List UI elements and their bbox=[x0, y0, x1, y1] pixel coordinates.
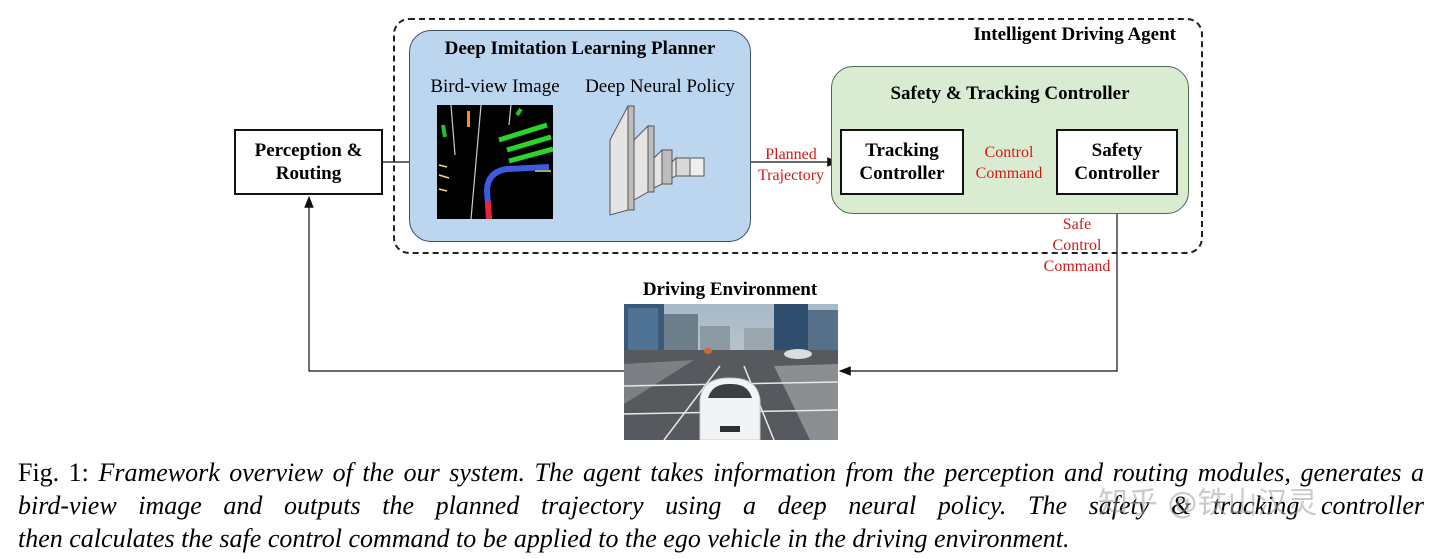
environment-title: Driving Environment bbox=[642, 279, 818, 300]
arrow-environment-to-perception bbox=[304, 195, 624, 372]
safe-line-1: Safe bbox=[1062, 216, 1092, 233]
perception-line-2: Routing bbox=[275, 163, 342, 184]
tracking-line-1: Tracking bbox=[865, 140, 939, 161]
watermark: 知乎 @铁山汉灵 bbox=[1098, 486, 1318, 521]
neural-network-icon bbox=[609, 105, 705, 216]
driving-environment-image bbox=[624, 304, 838, 440]
tracking-line-2: Controller bbox=[859, 163, 945, 184]
planned-line-1: Planned bbox=[765, 146, 817, 163]
intelligent-driving-agent-container bbox=[393, 18, 1203, 254]
bird-view-label: Bird-view Image bbox=[430, 76, 560, 97]
planner-title: Deep Imitation Learning Planner bbox=[444, 38, 716, 59]
safe-line-3: Command bbox=[1043, 258, 1111, 275]
policy-label: Deep Neural Policy bbox=[585, 76, 735, 97]
caption-line-2: generates a bird-view image and outputs … bbox=[18, 458, 1425, 520]
control-line-2: Command bbox=[975, 165, 1043, 182]
caption-line-1: Framework overview of the our system. Th… bbox=[98, 458, 1291, 487]
agent-title: Intelligent Driving Agent bbox=[973, 24, 1176, 45]
safety-line-2: Controller bbox=[1074, 163, 1160, 184]
planned-line-2: Trajectory bbox=[757, 167, 825, 184]
safe-line-2: Control bbox=[1052, 237, 1102, 254]
bird-view-image bbox=[437, 105, 553, 219]
caption-line-3: then calculates the safe control command… bbox=[18, 524, 1070, 553]
perception-routing-box: Perception &Routing bbox=[234, 129, 383, 195]
caption-prefix: Fig. 1: bbox=[18, 458, 89, 487]
control-line-1: Control bbox=[984, 144, 1034, 161]
figure-caption: Fig. 1: Framework overview of the our sy… bbox=[18, 456, 1424, 522]
safety-line-1: Safety bbox=[1091, 140, 1143, 161]
perception-line-1: Perception & bbox=[254, 140, 363, 161]
controller-title: Safety & Tracking Controller bbox=[890, 83, 1130, 104]
